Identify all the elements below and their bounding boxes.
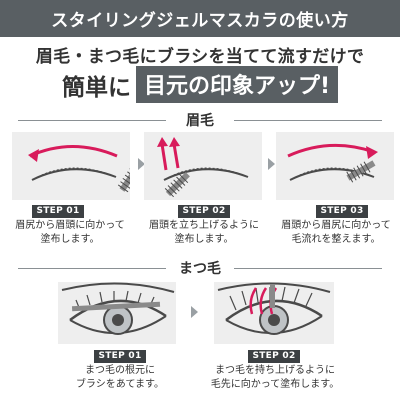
eyebrow-step-3-text: 眉頭から眉尻に向かって 毛流れを整えます。 <box>274 219 398 247</box>
eyebrow-step-3-line-2: 毛流れを整えます。 <box>291 234 381 245</box>
eyebrow-step-2-text: 眉頭を立ち上げるように 塗布します。 <box>142 219 266 247</box>
eyebrow-step-1-text: 眉尻から眉頭に向かって 塗布します。 <box>8 219 132 247</box>
intro-line-2: 簡単に 目元の印象アップ! <box>0 66 400 103</box>
lash-step-1-line-2: ブラシをあてます。 <box>75 379 165 390</box>
divider <box>18 120 166 121</box>
lash-step-1-badge: STEP 01 <box>94 350 146 363</box>
eyebrow-step-3-line-1: 眉頭から眉尻に向かって <box>281 220 391 231</box>
arrow-right-icon <box>191 306 198 318</box>
divider <box>18 268 166 269</box>
eyebrow-step-2-line-1: 眉頭を立ち上げるように <box>149 220 259 231</box>
intro-line-1: 眉毛・まつ毛にブラシを当てて流すだけで <box>35 47 365 67</box>
intro-line-2-highlight: 目元の印象アップ! <box>135 66 339 103</box>
lash-step-1-illustration <box>58 282 176 344</box>
eyebrow-step-1-line-2: 塗布します。 <box>40 234 100 245</box>
intro-line-2-plain: 簡単に <box>61 74 131 101</box>
lash-section-title: まつ毛 <box>179 261 221 277</box>
eyebrow-icon <box>144 132 262 200</box>
eyebrow-step-1-badge: STEP 01 <box>32 205 84 218</box>
eyebrow-section-header: 眉毛 <box>0 110 400 130</box>
eyebrow-step-2-line-2: 塗布します。 <box>174 234 234 245</box>
eye-icon <box>214 282 334 344</box>
lash-step-2-line-1: まつ毛を持ち上げるように <box>215 365 335 376</box>
lash-step-2-illustration <box>214 282 334 344</box>
arrow-right-icon <box>268 158 275 170</box>
eyebrow-step-3-illustration <box>276 132 394 200</box>
page-header: スタイリングジェルマスカラの使い方 <box>0 0 400 37</box>
divider <box>234 268 382 269</box>
eyebrow-step-3-badge: STEP 03 <box>316 205 368 218</box>
eyebrow-step-2-badge: STEP 02 <box>178 205 230 218</box>
lash-step-1-text: まつ毛の根元に ブラシをあてます。 <box>54 364 186 392</box>
eyebrow-icon <box>12 132 141 200</box>
eyebrow-step-1-illustration <box>12 132 141 200</box>
lash-step-2-text: まつ毛を持ち上げるように 毛先に向かって塗布します。 <box>200 364 350 392</box>
page-title: スタイリングジェルマスカラの使い方 <box>51 11 349 31</box>
lash-step-1-line-1: まつ毛の根元に <box>85 365 155 376</box>
arrow-right-icon <box>138 158 145 170</box>
eye-icon <box>58 282 176 344</box>
divider <box>234 120 382 121</box>
lash-section-header: まつ毛 <box>0 258 400 278</box>
eyebrow-section-title: 眉毛 <box>186 113 214 129</box>
eyebrow-step-2-illustration <box>144 132 262 200</box>
lash-step-2-line-2: 毛先に向かって塗布します。 <box>210 379 340 390</box>
eyebrow-step-1-line-1: 眉尻から眉頭に向かって <box>15 220 125 231</box>
lash-step-2-badge: STEP 02 <box>248 350 300 363</box>
eyebrow-icon <box>276 132 394 200</box>
